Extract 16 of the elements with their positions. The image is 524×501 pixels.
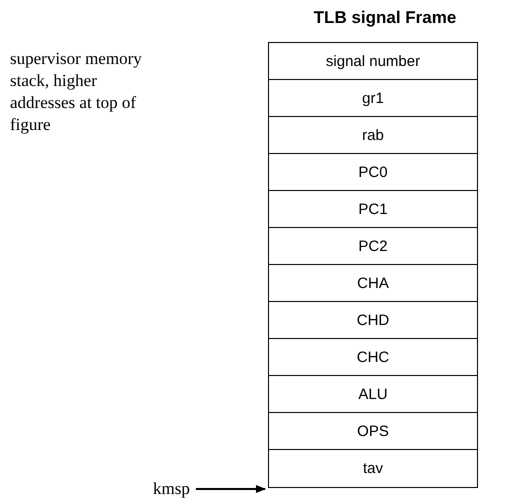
frame-title: TLB signal Frame xyxy=(312,8,458,28)
stack-slot: PC2 xyxy=(268,227,478,266)
stack-slot: CHA xyxy=(268,264,478,302)
stack-slot: rab xyxy=(268,116,478,154)
stack-slot: gr1 xyxy=(268,79,478,118)
stack-slot: signal number xyxy=(268,42,478,80)
note-text: supervisor memory stack, higher addresses at top of figure xyxy=(10,48,143,136)
stack-slot: CHC xyxy=(268,338,478,376)
stack-slot: tav xyxy=(268,449,478,488)
stack-slot: CHD xyxy=(268,301,478,340)
stack-slot: ALU xyxy=(268,375,478,414)
pointer-arrow xyxy=(196,485,266,493)
stack-slot: OPS xyxy=(268,412,478,450)
stack-slot: PC0 xyxy=(268,153,478,192)
stack-slot: PC1 xyxy=(268,190,478,228)
pointer-label: kmsp xyxy=(153,479,190,499)
